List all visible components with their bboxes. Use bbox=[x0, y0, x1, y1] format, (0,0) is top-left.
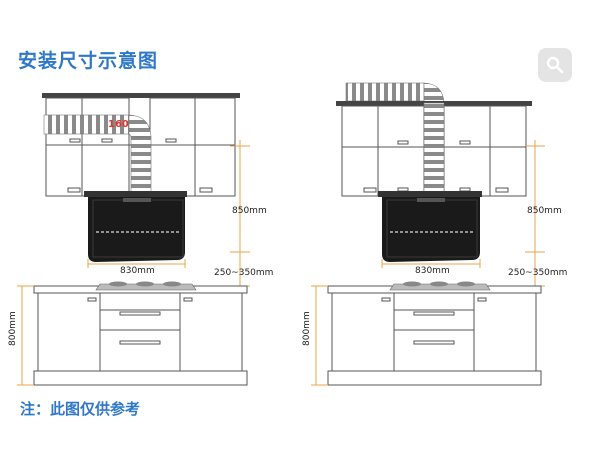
image-search-icon bbox=[546, 56, 564, 74]
right-cooktop bbox=[389, 281, 491, 291]
left-cabinet-counter-label: 850mm bbox=[232, 206, 267, 216]
left-cabinet-counter-dimension: 850mm 250~350mm bbox=[214, 140, 273, 287]
right-hood-cooktop-label: 250~350mm bbox=[508, 268, 567, 278]
right-hood-width-dimension: 830mm bbox=[381, 259, 481, 276]
right-diagram: 830mm 850mm 250~350mm bbox=[302, 82, 567, 386]
right-lower-cabinets bbox=[327, 292, 542, 386]
left-hood-width-dimension: 830mm bbox=[87, 259, 186, 276]
right-range-hood bbox=[378, 191, 482, 262]
left-lower-cabinets bbox=[33, 292, 248, 386]
left-cooktop bbox=[95, 281, 197, 291]
left-diagram: 160 830mm 850mm bbox=[8, 93, 273, 386]
right-counter-height-label: 800mm bbox=[302, 311, 312, 346]
right-hood-width-label: 830mm bbox=[415, 266, 450, 276]
right-cabinet-counter-label: 850mm bbox=[527, 206, 562, 216]
right-duct-elbow bbox=[423, 82, 445, 104]
left-duct-diameter-label: 160 bbox=[108, 119, 129, 130]
right-duct-vertical bbox=[423, 102, 445, 194]
right-cabinet-counter-dimension: 850mm 250~350mm bbox=[508, 140, 567, 287]
left-duct-elbow bbox=[128, 114, 152, 138]
left-ceiling-board bbox=[42, 93, 240, 98]
reference-note: 注：此图仅供参考 bbox=[20, 400, 141, 418]
right-duct-horizontal bbox=[345, 82, 425, 102]
left-counter-height-dimension: 800mm bbox=[8, 285, 34, 386]
left-hood-cooktop-label: 250~350mm bbox=[214, 268, 273, 278]
left-range-hood bbox=[84, 191, 187, 262]
left-hood-width-label: 830mm bbox=[120, 266, 155, 276]
left-duct-vertical bbox=[130, 136, 152, 194]
page-title: 安装尺寸示意图 bbox=[18, 50, 159, 72]
image-search-button[interactable] bbox=[538, 48, 572, 82]
left-counter-height-label: 800mm bbox=[8, 311, 18, 346]
right-counter-height-dimension: 800mm bbox=[302, 285, 328, 386]
